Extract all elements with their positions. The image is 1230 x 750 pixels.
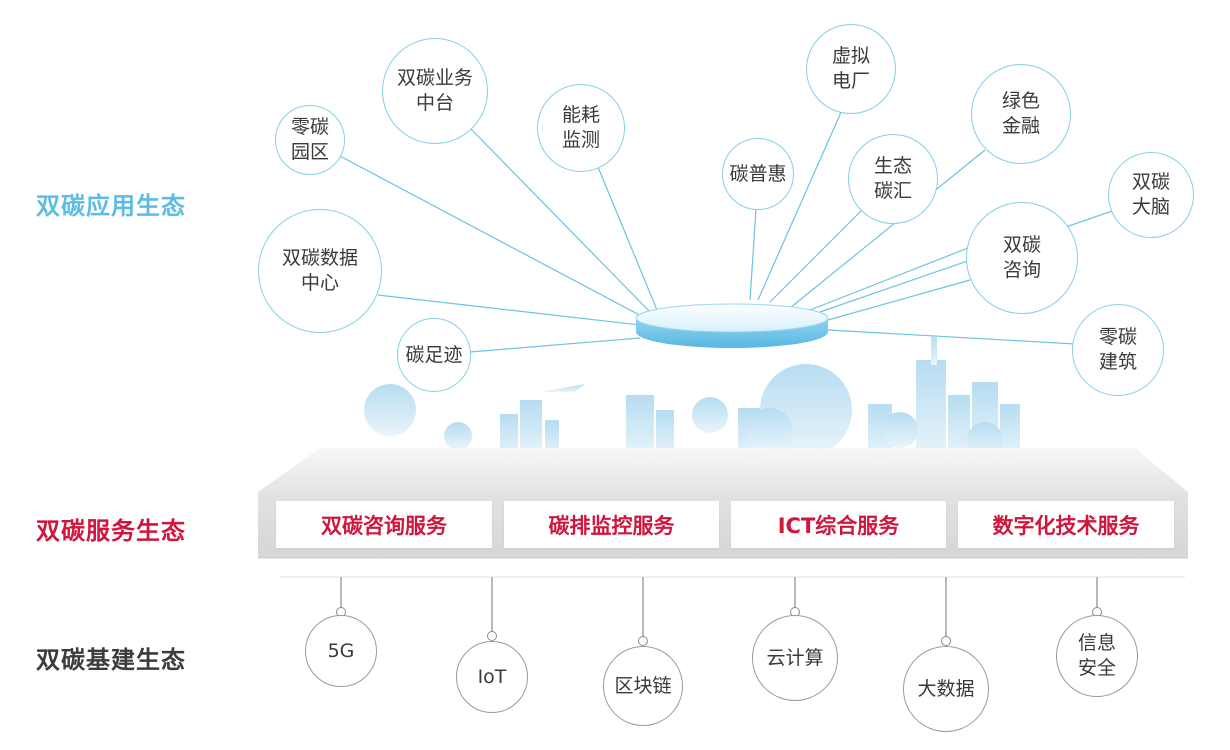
infrastructure-layer-label: 双碳基建生态 [36, 646, 186, 674]
app-node-carbon-consulting: 双碳 咨询 [966, 202, 1078, 314]
stem-knot [941, 636, 951, 646]
infra-big-data: 大数据 [903, 646, 989, 732]
app-node-virtual-power-plant: 虚拟 电厂 [806, 24, 896, 114]
app-node-carbon-footprint: 碳足迹 [397, 318, 471, 392]
infrastructure-stems [340, 577, 1098, 641]
city-skyline [364, 335, 1020, 458]
app-node-zero-carbon-park: 零碳 园区 [275, 105, 345, 175]
app-node-carbon-brain: 双碳 大脑 [1108, 152, 1194, 238]
service-emission-monitoring: 碳排监控服务 [504, 501, 719, 548]
app-node-carbon-inclusive: 碳普惠 [722, 138, 794, 210]
service-consulting: 双碳咨询服务 [276, 501, 492, 548]
infra-blockchain: 区块链 [603, 646, 683, 726]
infra-iot: IoT [456, 641, 528, 713]
stem-knot [638, 636, 648, 646]
service-digital-tech: 数字化技术服务 [958, 501, 1174, 548]
central-platform [635, 303, 829, 348]
infra-cloud: 云计算 [752, 615, 838, 701]
app-node-data-center: 双碳数据 中心 [258, 209, 382, 333]
app-node-energy-monitoring: 能耗 监测 [537, 84, 625, 172]
service-ict: ICT综合服务 [731, 501, 946, 548]
app-node-ecological-sink: 生态 碳汇 [848, 134, 938, 224]
infra-security: 信息 安全 [1056, 615, 1138, 697]
app-node-business-platform: 双碳业务 中台 [382, 38, 488, 144]
app-node-zero-carbon-building: 零碳 建筑 [1072, 304, 1164, 396]
infra-5g: 5G [305, 615, 377, 687]
service-layer-label: 双碳服务生态 [36, 517, 186, 545]
app-node-green-finance: 绿色 金融 [971, 64, 1071, 164]
stem-knot [487, 631, 497, 641]
application-layer-label: 双碳应用生态 [36, 192, 186, 220]
